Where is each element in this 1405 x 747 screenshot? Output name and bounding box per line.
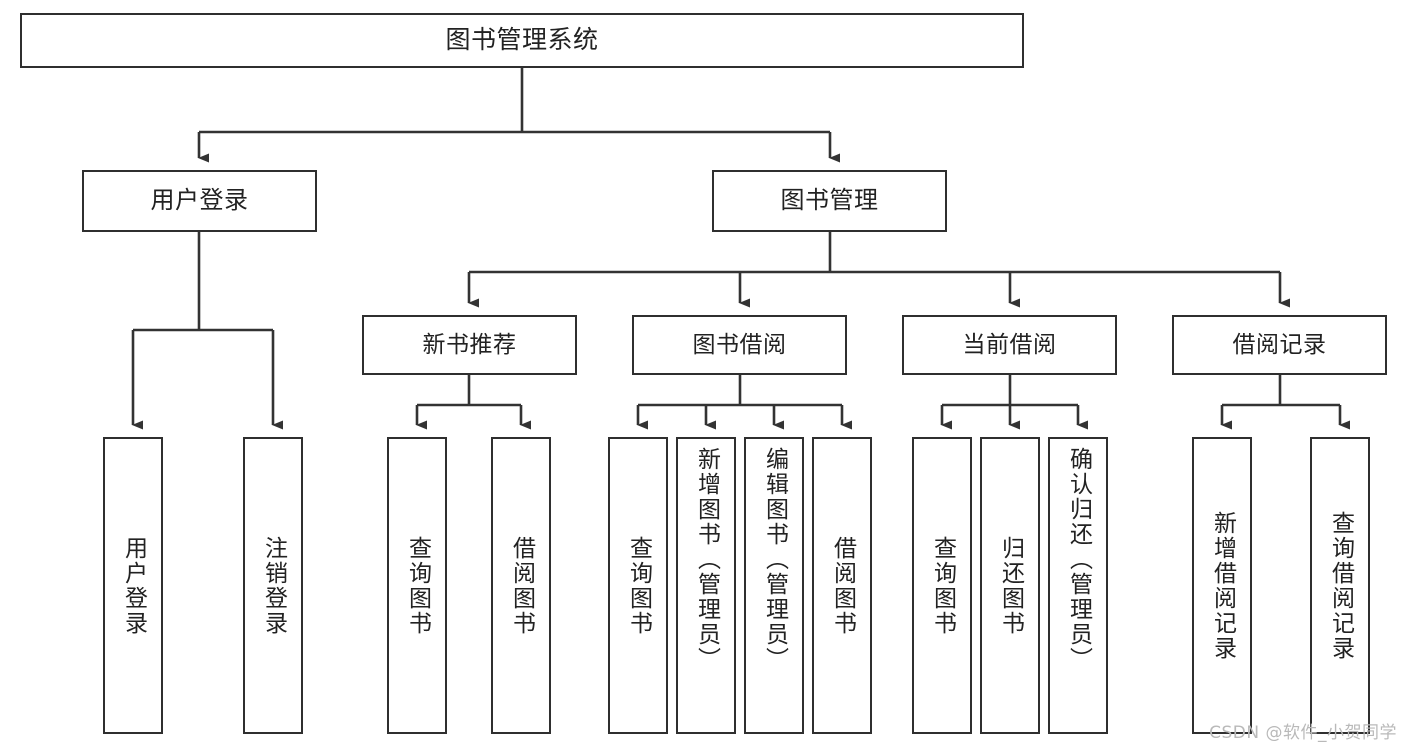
node-label: 归还图书	[997, 535, 1024, 636]
node-label: 用户登录	[120, 535, 147, 636]
node-new-book-recommend[interactable]: 新书推荐	[362, 315, 577, 375]
node-label: 新增借阅记录	[1209, 510, 1236, 661]
leaf-borrow-record-add-record[interactable]: 新增借阅记录	[1192, 437, 1252, 734]
node-user-login[interactable]: 用户登录	[82, 170, 317, 232]
node-root-book-management-system[interactable]: 图书管理系统	[20, 13, 1024, 68]
leaf-book-borrow-edit-book-admin[interactable]: 编辑图书（管理员）	[744, 437, 804, 734]
node-label: 新书推荐	[422, 331, 517, 358]
node-label: 查询图书	[404, 535, 431, 636]
leaf-book-borrow-query-book[interactable]: 查询图书	[608, 437, 668, 734]
node-label: 新增图书（管理员）	[693, 447, 720, 672]
node-label: 图书管理系统	[445, 25, 599, 55]
leaf-current-borrow-return-book[interactable]: 归还图书	[980, 437, 1040, 734]
leaf-user-login-logout[interactable]: 注销登录	[243, 437, 303, 734]
node-label: 查询图书	[625, 535, 652, 636]
leaf-book-borrow-add-book-admin[interactable]: 新增图书（管理员）	[676, 437, 736, 734]
leaf-book-borrow-borrow-book[interactable]: 借阅图书	[812, 437, 872, 734]
node-book-borrow[interactable]: 图书借阅	[632, 315, 847, 375]
node-label: 注销登录	[260, 535, 287, 636]
node-label: 当前借阅	[962, 331, 1057, 358]
node-label: 图书管理	[780, 186, 879, 215]
node-label: 查询借阅记录	[1327, 510, 1354, 661]
node-label: 查询图书	[929, 535, 956, 636]
node-current-borrow[interactable]: 当前借阅	[902, 315, 1117, 375]
node-borrow-record[interactable]: 借阅记录	[1172, 315, 1387, 375]
leaf-current-borrow-confirm-return-admin[interactable]: 确认归还（管理员）	[1048, 437, 1108, 734]
node-label: 编辑图书（管理员）	[761, 447, 788, 672]
leaf-current-borrow-query-book[interactable]: 查询图书	[912, 437, 972, 734]
leaf-new-book-query-book[interactable]: 查询图书	[387, 437, 447, 734]
leaf-new-book-borrow-book[interactable]: 借阅图书	[491, 437, 551, 734]
node-book-management[interactable]: 图书管理	[712, 170, 947, 232]
node-label: 用户登录	[150, 186, 249, 215]
node-label: 借阅图书	[508, 535, 535, 636]
leaf-borrow-record-query-record[interactable]: 查询借阅记录	[1310, 437, 1370, 734]
node-label: 图书借阅	[692, 331, 787, 358]
node-label: 确认归还（管理员）	[1065, 447, 1092, 672]
leaf-user-login-login[interactable]: 用户登录	[103, 437, 163, 734]
node-label: 借阅记录	[1232, 331, 1327, 358]
node-label: 借阅图书	[829, 535, 856, 636]
